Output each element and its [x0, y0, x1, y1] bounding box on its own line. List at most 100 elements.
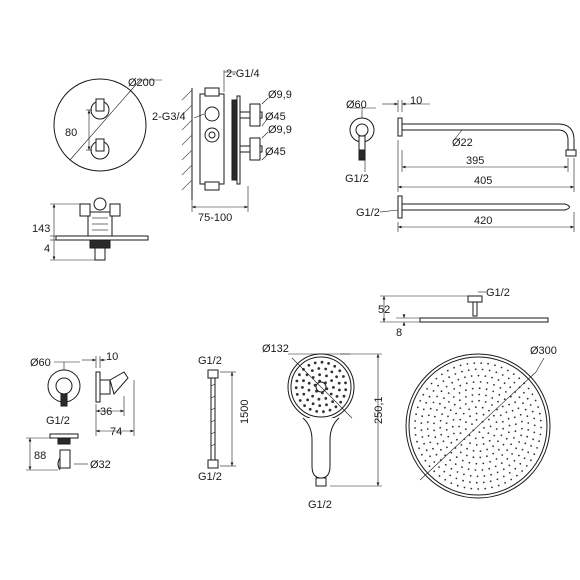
hose-view [207, 369, 236, 469]
nozzle-dot [521, 448, 524, 451]
nozzle-dot [439, 402, 441, 405]
nozzle-dot [453, 388, 456, 390]
nozzle-dot [421, 436, 424, 438]
nozzle-dot [344, 381, 347, 385]
nozzle-dot [330, 370, 334, 374]
nozzle-dot [540, 426, 542, 429]
nozzle-dot [507, 417, 510, 420]
nozzle-dot [437, 384, 439, 387]
nozzle-dot [510, 478, 513, 481]
nozzle-dot [478, 393, 481, 396]
nozzle-dot [311, 394, 314, 398]
nozzle-dot [470, 487, 473, 490]
nozzle-dot [503, 398, 506, 401]
nozzle-dot [328, 408, 332, 412]
nozzle-dot [315, 410, 319, 413]
nozzle-dot [451, 381, 454, 384]
nozzle-dot [524, 408, 527, 411]
hand-thread-label: G1/2 [308, 499, 332, 511]
nozzle-dot [425, 401, 428, 404]
nozzle-dot [325, 374, 328, 378]
nozzle-dot [483, 475, 486, 477]
mixer-install-depth-dimension [191, 186, 249, 212]
mixer-spacing-label: 80 [65, 127, 77, 139]
nozzle-dot [499, 414, 502, 417]
nozzle-dot [514, 430, 517, 433]
nozzle-dot [333, 364, 337, 368]
nozzle-dot [526, 415, 529, 418]
nozzle-dot [513, 459, 516, 462]
nozzle-dot [429, 407, 432, 410]
nozzle-dot [307, 363, 311, 367]
nozzle-dot [486, 382, 489, 384]
mixer-dia45-1-label: Ø45 [265, 111, 286, 123]
nozzle-dot [478, 387, 481, 390]
nozzle-dot [444, 454, 446, 457]
nozzle-dot [438, 475, 441, 477]
nozzle-dot [488, 409, 490, 412]
nozzle-dot [489, 425, 492, 428]
nozzle-dot [448, 401, 450, 403]
nozzle-dot [489, 480, 492, 483]
nozzle-dot [480, 362, 483, 364]
nozzle-dot [414, 427, 416, 429]
nozzle-dot [477, 374, 480, 377]
nozzle-dot [513, 381, 516, 384]
nozzle-dot [325, 403, 328, 407]
outlet-total-label: 74 [110, 426, 122, 438]
nozzle-dot [465, 454, 468, 457]
nozzle-dot [456, 471, 459, 473]
nozzle-dot [488, 369, 491, 372]
rain-shower-nozzles [414, 362, 542, 490]
nozzle-dot [448, 376, 450, 379]
nozzle-dot [492, 452, 495, 455]
nozzle-dot [317, 397, 321, 401]
nozzle-dot [463, 473, 465, 476]
nozzle-dot [459, 432, 462, 435]
nozzle-dot [532, 438, 534, 441]
nozzle-dot [467, 369, 470, 371]
nozzle-dot [440, 390, 443, 393]
nozzle-dot [453, 403, 456, 406]
nozzle-dot [533, 453, 536, 456]
nozzle-dot [444, 463, 447, 466]
mixer-dia45-2-label: Ø45 [265, 146, 286, 158]
nozzle-dot [432, 390, 435, 392]
nozzle-dot [459, 418, 462, 421]
outlet-flange-thk-label: 10 [106, 351, 118, 363]
nozzle-dot [511, 409, 514, 412]
nozzle-dot [451, 425, 454, 428]
nozzle-dot [458, 392, 461, 394]
nozzle-dot [490, 473, 492, 476]
nozzle-dot [476, 475, 479, 478]
nozzle-dot [459, 407, 462, 409]
nozzle-dot [456, 484, 459, 487]
nozzle-dot [514, 467, 517, 470]
nozzle-dot [518, 396, 521, 399]
nozzle-dot [495, 428, 498, 430]
holder-height-label: 88 [34, 450, 46, 462]
nozzle-dot [487, 432, 490, 434]
nozzle-dot [327, 362, 330, 365]
nozzle-dot [495, 371, 498, 374]
nozzle-dot [470, 375, 473, 377]
nozzle-dot [464, 376, 466, 379]
nozzle-dot [469, 475, 472, 477]
nozzle-dot [468, 408, 471, 411]
hose-length-label: 1500 [239, 400, 251, 424]
nozzle-dot [468, 434, 471, 437]
nozzle-dot [478, 431, 481, 433]
nozzle-dot [485, 388, 488, 391]
nozzle-dot [436, 409, 438, 411]
nozzle-dot [332, 386, 335, 389]
nozzle-dot [440, 433, 443, 436]
nozzle-dot [335, 395, 339, 398]
nozzle-dot [505, 391, 507, 393]
nozzle-dot [527, 387, 530, 390]
nozzle-dot [510, 395, 512, 398]
mixer-height-dimension [50, 203, 95, 261]
nozzle-dot [475, 412, 478, 415]
nozzle-dot [442, 440, 445, 443]
nozzle-dot [338, 369, 342, 373]
